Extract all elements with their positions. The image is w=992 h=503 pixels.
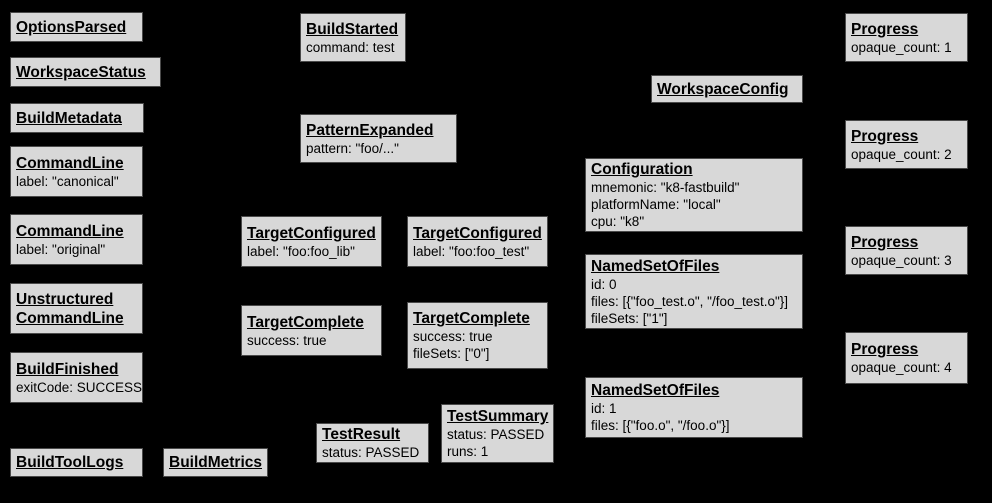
node-build-metrics: BuildMetrics: [163, 448, 268, 477]
node-title: NamedSetOfFiles: [591, 382, 720, 399]
node-target-complete-foo-test: TargetComplete success: true fileSets: […: [407, 302, 548, 369]
node-line: platformName: "local": [591, 197, 721, 212]
node-build-metadata: BuildMetadata: [10, 103, 144, 133]
node-build-finished: BuildFinished exitCode: SUCCESS: [10, 352, 143, 403]
node-title: PatternExpanded: [306, 121, 434, 139]
node-line: id: 0: [591, 276, 617, 292]
node-line: success: true: [247, 332, 327, 348]
node-named-set-of-files-0: NamedSetOfFiles id: 0 files: [{"foo_test…: [585, 254, 803, 329]
node-title: Progress: [851, 233, 919, 251]
node-title: BuildToolLogs: [16, 454, 124, 471]
node-title: TargetComplete: [247, 313, 364, 331]
node-title: WorkspaceConfig: [657, 80, 789, 98]
node-test-result: TestResult status: PASSED: [316, 423, 429, 463]
node-workspace-status: WorkspaceStatus: [10, 57, 161, 87]
node-line: status: PASSED: [447, 427, 545, 442]
node-command-line-original: CommandLine label: "original": [10, 214, 143, 265]
node-line: exitCode: SUCCESS: [16, 379, 143, 395]
node-progress-2: Progress opaque_count: 2: [845, 120, 968, 169]
node-progress-1: Progress opaque_count: 1: [845, 13, 968, 62]
node-title: CommandLine: [16, 222, 124, 240]
node-title: TargetComplete: [413, 310, 530, 327]
node-named-set-of-files-1: NamedSetOfFiles id: 1 files: [{"foo.o", …: [585, 377, 803, 438]
node-line: command: test: [306, 39, 395, 55]
node-title: BuildMetrics: [169, 454, 263, 471]
node-title: TargetConfigured: [247, 224, 376, 242]
node-line: opaque_count: 2: [851, 146, 952, 162]
node-line: label: "original": [16, 241, 106, 257]
node-line: opaque_count: 4: [851, 360, 952, 375]
node-line: fileSets: ["0"]: [413, 346, 490, 361]
node-line: pattern: "foo/...": [306, 140, 399, 156]
node-line: cpu: "k8": [591, 214, 645, 229]
node-command-line-canonical: CommandLine label: "canonical": [10, 146, 143, 197]
node-line: opaque_count: 1: [851, 39, 952, 55]
node-title: Progress: [851, 341, 919, 358]
node-line: label: "canonical": [16, 173, 119, 189]
node-title: TestSummary: [447, 408, 549, 425]
node-line: status: PASSED: [322, 445, 420, 460]
node-line: id: 1: [591, 401, 617, 416]
node-line: fileSets: ["1"]: [591, 310, 668, 326]
node-title: Configuration: [591, 161, 693, 178]
node-line: mnemonic: "k8-fastbuild": [591, 180, 740, 195]
node-title: CommandLine: [16, 309, 124, 327]
node-progress-3: Progress opaque_count: 3: [845, 226, 968, 275]
node-title: Progress: [851, 127, 919, 145]
node-target-configured-foo-lib: TargetConfigured label: "foo:foo_lib": [241, 216, 382, 267]
node-title: BuildMetadata: [16, 109, 122, 127]
node-title: Unstructured: [16, 290, 114, 308]
node-workspace-config: WorkspaceConfig: [651, 75, 803, 103]
node-title: TestResult: [322, 426, 401, 443]
node-line: runs: 1: [447, 444, 489, 459]
node-title: NamedSetOfFiles: [591, 257, 720, 275]
node-line: opaque_count: 3: [851, 252, 952, 268]
node-build-tool-logs: BuildToolLogs: [10, 448, 143, 477]
node-title: OptionsParsed: [16, 18, 127, 36]
node-title: Progress: [851, 20, 919, 38]
node-pattern-expanded: PatternExpanded pattern: "foo/...": [300, 114, 457, 163]
node-target-configured-foo-test: TargetConfigured label: "foo:foo_test": [407, 216, 548, 267]
node-line: files: [{"foo.o", "/foo.o"}]: [591, 418, 730, 433]
node-line: files: [{"foo_test.o", "/foo_test.o"}]: [591, 293, 789, 309]
node-line: success: true: [413, 329, 493, 344]
node-title: BuildFinished: [16, 360, 119, 378]
node-progress-4: Progress opaque_count: 4: [845, 332, 968, 384]
node-title: CommandLine: [16, 154, 124, 172]
node-configuration: Configuration mnemonic: "k8-fastbuild" p…: [585, 158, 803, 232]
node-options-parsed: OptionsParsed: [10, 12, 143, 42]
node-title: BuildStarted: [306, 20, 399, 38]
node-build-started: BuildStarted command: test: [300, 13, 406, 62]
node-line: label: "foo:foo_lib": [247, 243, 355, 259]
node-test-summary: TestSummary status: PASSED runs: 1: [441, 404, 554, 463]
node-line: label: "foo:foo_test": [413, 243, 530, 259]
node-unstructured-command-line: Unstructured CommandLine: [10, 283, 143, 334]
node-title: TargetConfigured: [413, 224, 542, 242]
node-target-complete-foo-lib: TargetComplete success: true: [241, 305, 382, 356]
node-title: WorkspaceStatus: [16, 63, 146, 81]
